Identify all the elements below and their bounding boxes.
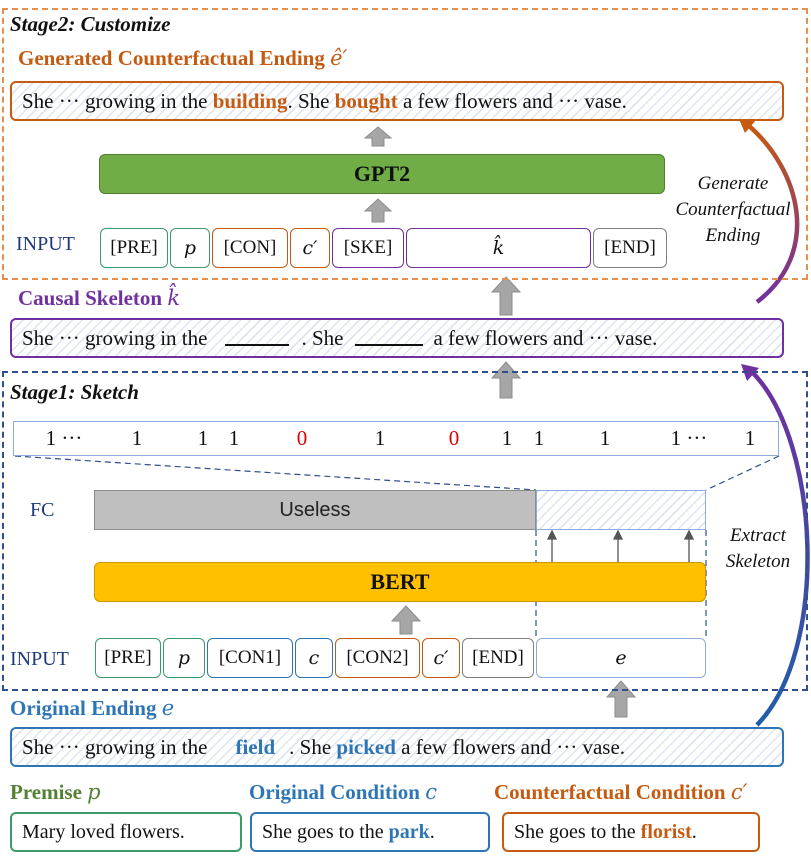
mask-value: 1	[533, 426, 545, 450]
token-end: [END]	[593, 228, 667, 268]
highlight-park: park	[388, 820, 430, 843]
token-c: c	[295, 638, 333, 678]
mask-value: 1	[501, 426, 513, 450]
mask-value: 1	[744, 426, 756, 450]
token-pre: [PRE]	[95, 638, 161, 678]
gpt2-block: GPT2	[99, 154, 665, 194]
premise-symbol: p	[87, 780, 101, 804]
token-ske: [SKE]	[332, 228, 404, 268]
original-ending-sentence: She ··· growing in the field . She picke…	[10, 727, 784, 767]
cf-condition-symbol: c′	[730, 780, 748, 804]
mask-bar: 1 ··· 1 1 1 0 1 0 1 1 1 1 ··· 1	[13, 421, 779, 456]
useless-block: Useless	[94, 490, 536, 530]
token-c-prime: c′	[290, 228, 330, 268]
cf-condition-label: Counterfactual Condition c′	[494, 780, 748, 804]
orig-condition-box: She goes to the park.	[250, 812, 490, 852]
highlight-bought: bought	[334, 88, 398, 113]
token-end: [END]	[462, 638, 534, 678]
arrow-bert-input	[390, 605, 422, 635]
highlight-building: building	[212, 88, 288, 113]
orig-condition-symbol: c	[425, 780, 437, 804]
generate-label: Generate Counterfactual Ending	[675, 173, 791, 246]
mask-value: 1 ···	[670, 426, 708, 450]
generated-ending-symbol: ê′	[330, 46, 348, 70]
mask-value: 1	[374, 426, 386, 450]
mask-value-zero: 0	[296, 426, 308, 450]
generated-ending-label: Generated Counterfactual Ending ê′	[18, 46, 348, 70]
orig-condition-label: Original Condition c	[249, 780, 437, 804]
mask-value: 1	[131, 426, 143, 450]
fc-label: FC	[30, 499, 55, 521]
skeleton-sentence: She ··· growing in the . She a few flowe…	[10, 318, 784, 358]
mask-value: 1	[228, 426, 240, 450]
premise-label: Premise p	[10, 780, 101, 804]
arrow-skeleton-to-input	[490, 276, 522, 316]
original-ending-label: Original Ending e	[10, 696, 175, 720]
extract-label: Extract Skeleton	[725, 525, 791, 572]
stage1-input-label: INPUT	[10, 648, 69, 670]
highlight-florist: florist	[640, 820, 692, 843]
token-pre: [PRE]	[100, 228, 168, 268]
generated-ending-sentence: She ··· growing in the building. She bou…	[10, 81, 784, 121]
fc-kept-block	[536, 490, 706, 530]
mask-value: 1	[599, 426, 611, 450]
arrow-gpt-to-generated	[363, 126, 393, 147]
stage2-box	[2, 8, 808, 280]
stage2-input-label: INPUT	[16, 233, 75, 255]
premise-box: Mary loved flowers.	[10, 812, 242, 852]
zoom-line-left	[14, 455, 537, 491]
bert-block: BERT	[94, 562, 706, 602]
token-con1: [CON1]	[207, 638, 293, 678]
skeleton-blank-2	[355, 330, 424, 346]
cf-condition-box: She goes to the florist.	[502, 812, 760, 852]
skeleton-label: Causal Skeleton k̂	[18, 286, 181, 310]
skeleton-symbol: k̂	[167, 286, 181, 310]
stage1-box	[2, 371, 808, 691]
token-p: p	[163, 638, 205, 678]
token-con: [CON]	[212, 228, 288, 268]
token-c-prime: c′	[422, 638, 460, 678]
stage1-title: Stage1: Sketch	[10, 380, 139, 404]
zoom-line-right	[705, 455, 780, 491]
stage2-title: Stage2: Customize	[10, 12, 171, 36]
skeleton-blank-1	[225, 330, 290, 346]
token-p: p	[170, 228, 210, 268]
mask-value: 1 ···	[45, 426, 83, 450]
original-ending-symbol: e	[161, 696, 175, 720]
highlight-picked: picked	[336, 734, 396, 759]
arrow-input-to-gpt	[363, 198, 393, 223]
token-con2: [CON2]	[335, 638, 420, 678]
mask-value: 1	[197, 426, 209, 450]
curve-generate	[746, 123, 800, 304]
highlight-field: field	[235, 734, 276, 759]
token-e: e	[536, 638, 706, 678]
mask-value-zero: 0	[448, 426, 460, 450]
token-k-hat: k̂	[406, 228, 591, 268]
